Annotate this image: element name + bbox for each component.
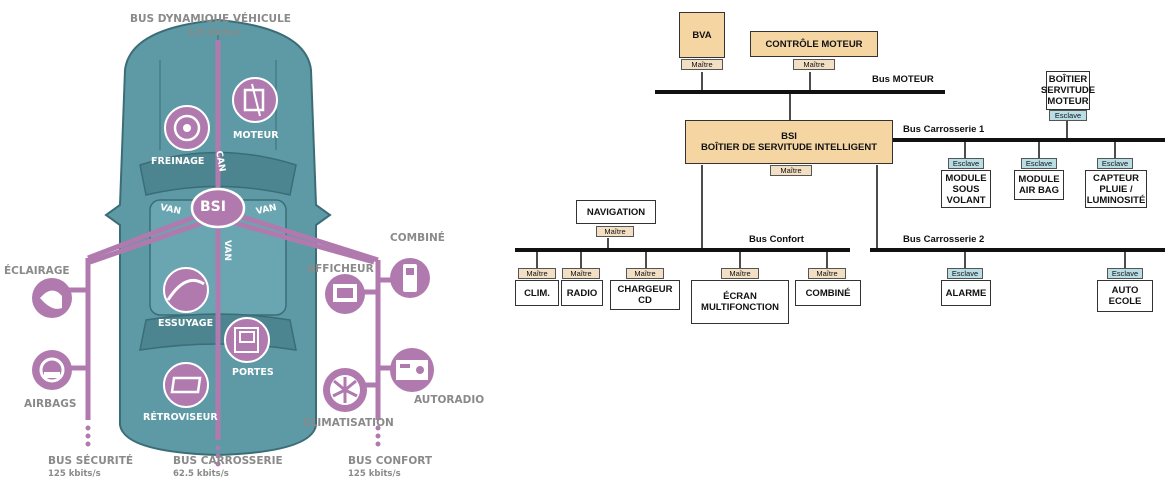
label-combine: COMBINÉ xyxy=(390,232,445,244)
boitier-servitude-moteur-box: BOÎTIER SERVITUDE MOTEUR xyxy=(1041,71,1095,110)
airbags-icon xyxy=(32,350,72,390)
bus-block-diagram: BVA Maître CONTRÔLE MOTEUR Maître Bus MO… xyxy=(505,0,1167,481)
label-eclairage: ÉCLAIRAGE xyxy=(4,265,70,277)
eclairage-icon xyxy=(32,278,72,318)
bsm-tag: Esclave xyxy=(1049,110,1087,121)
bus-confort-rate: 125 kbits/s xyxy=(348,469,401,479)
radio-box: RADIO xyxy=(561,280,603,306)
alarme-tag: Esclave xyxy=(947,268,983,279)
label-airbags: AIRBAGS xyxy=(24,398,77,410)
combine-box: COMBINÉ xyxy=(795,280,861,306)
ecran-line2: MULTIFONCTION xyxy=(701,302,779,313)
bsi-box: BSI BOÎTIER DE SERVITUDE INTELLIGENT xyxy=(685,120,893,164)
moteur-icon xyxy=(232,77,278,123)
capteur-tag: Esclave xyxy=(1097,158,1133,169)
module-air-bag-box: MODULE AIR BAG xyxy=(1014,170,1064,200)
bsi-line1: BSI xyxy=(781,131,797,142)
module-sous-volant-tag: Esclave xyxy=(948,158,984,169)
bsm-line3: MOTEUR xyxy=(1047,96,1089,107)
capteur-line2: PLUIE / xyxy=(1099,183,1133,195)
bva-box: BVA xyxy=(679,12,725,58)
label-moteur: MOTEUR xyxy=(233,130,279,141)
auto-ecole-tag: Esclave xyxy=(1107,268,1143,279)
bus-carrosserie-rate: 62.5 kbits/s xyxy=(173,469,229,479)
module-air-bag-tag: Esclave xyxy=(1021,158,1057,169)
bsi-node xyxy=(190,187,246,229)
auto-ecole-box: AUTO ECOLE xyxy=(1097,280,1153,312)
label-climatisation: CLIMATISATION xyxy=(303,417,394,429)
bus-confort-title: BUS CONFORT xyxy=(348,455,433,467)
bus-confort-label: Bus Confort xyxy=(749,234,804,245)
chargeur-line2: CD xyxy=(638,295,652,306)
bus-carrosserie-2-label: Bus Carrosserie 2 xyxy=(903,234,985,245)
alarme-box: ALARME xyxy=(941,280,991,306)
bsm-line1: BOÎTIER xyxy=(1048,74,1088,85)
auto-ecole-line2: ECOLE xyxy=(1108,296,1142,307)
bus-carrosserie-title: BUS CARROSSERIE xyxy=(173,455,283,467)
radio-tag: Maître xyxy=(562,268,600,279)
controle-moteur-tag: Maître xyxy=(793,59,835,70)
mab-line1: MODULE xyxy=(1018,174,1060,185)
auto-ecole-line1: AUTO xyxy=(1111,285,1139,296)
bsi-tag: Maître xyxy=(770,165,812,176)
label-freinage: FREINAGE xyxy=(151,156,205,167)
portes-icon xyxy=(224,317,270,363)
bus-securite-rate: 125 kbits/s xyxy=(48,469,101,479)
bus-lines-svg xyxy=(515,72,1165,268)
label-afficheur: AFFICHEUR xyxy=(307,263,374,275)
msv-line3: VOLANT xyxy=(946,194,986,206)
afficheur-icon xyxy=(325,274,365,314)
bus-wiring xyxy=(515,72,1165,268)
mab-line2: AIR BAG xyxy=(1018,185,1060,196)
essuyage-icon xyxy=(163,267,209,313)
climatisation-icon xyxy=(323,368,367,412)
bus-moteur-label: Bus MOTEUR xyxy=(872,74,934,85)
navigation-tag: Maître xyxy=(596,226,634,237)
car-svg xyxy=(32,18,434,467)
retroviseur-icon xyxy=(163,362,209,408)
msv-line1: MODULE xyxy=(945,172,987,184)
bsi-line2: BOÎTIER DE SERVITUDE INTELLIGENT xyxy=(700,142,878,153)
combine-icon xyxy=(390,258,430,298)
label-autoradio: AUTORADIO xyxy=(414,394,485,406)
capteur-line3: LUMINOSITÉ xyxy=(1086,194,1146,206)
label-van-bottom: VAN xyxy=(222,240,232,261)
controle-moteur-box: CONTRÔLE MOTEUR xyxy=(750,31,878,57)
bva-tag: Maître xyxy=(681,59,723,70)
module-sous-volant-box: MODULE SOUS VOLANT xyxy=(941,170,991,208)
autoradio-icon xyxy=(390,348,434,392)
capteur-box: CAPTEUR PLUIE / LUMINOSITÉ xyxy=(1085,170,1147,208)
clim-box: CLIM. xyxy=(515,280,559,306)
combine-tag: Maître xyxy=(808,268,846,279)
ecran-box: ÉCRAN MULTIFONCTION xyxy=(691,280,789,324)
navigation-box: NAVIGATION xyxy=(576,200,656,224)
chargeur-tag: Maître xyxy=(626,268,664,279)
ecran-tag: Maître xyxy=(721,268,759,279)
label-essuyage: ESSUYAGE xyxy=(158,318,214,329)
bus-carrosserie-1-label: Bus Carrosserie 1 xyxy=(903,124,985,135)
bus-securite-title: BUS SÉCURITÉ xyxy=(48,455,134,467)
clim-tag: Maître xyxy=(518,268,556,279)
label-retroviseur: RÉTROVISEUR xyxy=(143,412,218,423)
ecran-line1: ÉCRAN xyxy=(723,291,757,302)
bus-dynamique-title: BUS DYNAMIQUE VÉHICULE xyxy=(130,13,291,25)
bsm-line2: SERVITUDE xyxy=(1040,85,1096,96)
label-portes: PORTES xyxy=(232,367,274,378)
chargeur-line1: CHARGEUR xyxy=(617,284,673,295)
bus-dynamique-rate: 125 kbits/s xyxy=(188,28,241,38)
msv-line2: SOUS xyxy=(952,183,980,195)
chargeur-box: CHARGEUR CD xyxy=(610,280,680,310)
car-network-diagram: BUS DYNAMIQUE VÉHICULE 125 kbits/s MOTEU… xyxy=(0,0,500,481)
capteur-line1: CAPTEUR xyxy=(1093,172,1139,184)
freinage-icon xyxy=(164,105,210,151)
bsi-label: BSI xyxy=(200,199,226,215)
bus-dotted-ends xyxy=(85,425,381,467)
